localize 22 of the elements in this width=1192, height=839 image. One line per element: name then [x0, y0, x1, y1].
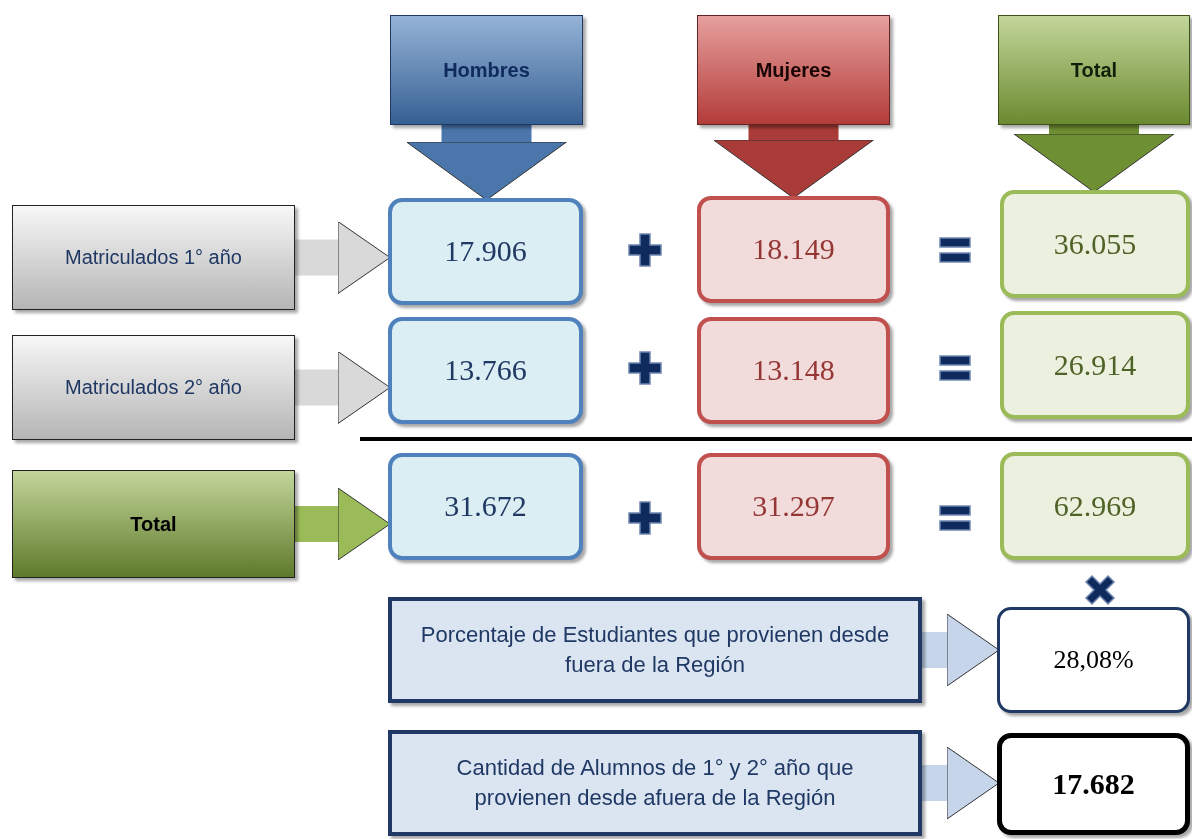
- result-box: 17.682: [997, 733, 1190, 835]
- value-box: 26.914: [1000, 311, 1190, 419]
- value-box: 13.766: [388, 317, 583, 424]
- block-arrow: [1013, 125, 1175, 193]
- value-box: 17.906: [388, 198, 583, 305]
- value-box: 13.148: [697, 317, 890, 424]
- row-label-box: Total: [12, 470, 295, 578]
- value-box: 62.969: [1000, 452, 1190, 560]
- block-arrow: [713, 125, 874, 199]
- result-box: 28,08%: [997, 607, 1190, 713]
- note-box: Cantidad de Alumnos de 1° y 2° año que provienen desde afuera de la Región: [388, 730, 922, 836]
- value-box: 31.672: [388, 453, 583, 560]
- value-box: 31.297: [697, 453, 890, 560]
- block-arrow: [406, 125, 567, 201]
- header-box: Mujeres: [697, 15, 890, 125]
- header-box: Hombres: [390, 15, 583, 125]
- value-box: 18.149: [697, 196, 890, 303]
- row-label-box: Matriculados 1° año: [12, 205, 295, 310]
- note-box: Porcentaje de Estudiantes que provienen desde fuera de la Región: [388, 597, 922, 703]
- header-box: Total: [998, 15, 1190, 125]
- row-label-box: Matriculados 2° año: [12, 335, 295, 440]
- value-box: 36.055: [1000, 190, 1190, 298]
